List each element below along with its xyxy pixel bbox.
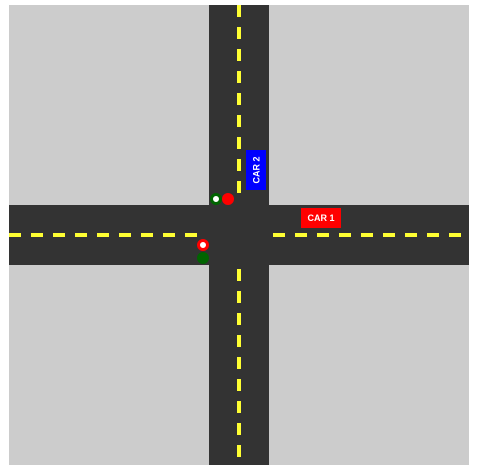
intersection-scene: CAR 1 CAR 2 bbox=[9, 5, 469, 465]
lane-dash bbox=[237, 269, 241, 281]
north-signal-white-light bbox=[210, 193, 222, 205]
car-2-label: CAR 2 bbox=[251, 156, 262, 184]
north-signal-red-light bbox=[222, 193, 234, 205]
lane-dash bbox=[237, 93, 241, 105]
car-2[interactable]: CAR 2 bbox=[246, 150, 266, 190]
lane-dash bbox=[383, 233, 395, 237]
lane-dash bbox=[163, 233, 175, 237]
lane-dash bbox=[75, 233, 87, 237]
lane-dash bbox=[237, 291, 241, 303]
lane-dash bbox=[427, 233, 439, 237]
lane-dash bbox=[339, 233, 351, 237]
lane-dash bbox=[237, 423, 241, 435]
lane-dash bbox=[237, 379, 241, 391]
lane-dash bbox=[237, 181, 241, 193]
lane-dash bbox=[273, 233, 285, 237]
lane-dash bbox=[31, 233, 43, 237]
lane-dash bbox=[237, 159, 241, 171]
lane-dash bbox=[237, 357, 241, 369]
lane-dash bbox=[237, 71, 241, 83]
lane-dash bbox=[53, 233, 65, 237]
lane-dash bbox=[405, 233, 417, 237]
lane-dash bbox=[449, 233, 461, 237]
lane-dash bbox=[119, 233, 131, 237]
lane-dash bbox=[295, 233, 307, 237]
lane-dash bbox=[237, 313, 241, 325]
lane-dash bbox=[97, 233, 109, 237]
lane-dash bbox=[237, 115, 241, 127]
lane-dash bbox=[237, 27, 241, 39]
lane-dash bbox=[237, 335, 241, 347]
lane-dash bbox=[237, 137, 241, 149]
lane-dash bbox=[237, 49, 241, 61]
lane-dash bbox=[141, 233, 153, 237]
lane-dash bbox=[9, 233, 21, 237]
lane-dash bbox=[237, 5, 241, 17]
car-1-label: CAR 1 bbox=[307, 213, 335, 223]
lane-dash bbox=[237, 445, 241, 457]
west-signal-white-light bbox=[197, 239, 209, 251]
lane-dash bbox=[237, 401, 241, 413]
lane-dash bbox=[361, 233, 373, 237]
lane-dash bbox=[185, 233, 197, 237]
lane-dash bbox=[317, 233, 329, 237]
west-signal-green-light bbox=[197, 252, 209, 264]
car-1[interactable]: CAR 1 bbox=[301, 208, 341, 228]
